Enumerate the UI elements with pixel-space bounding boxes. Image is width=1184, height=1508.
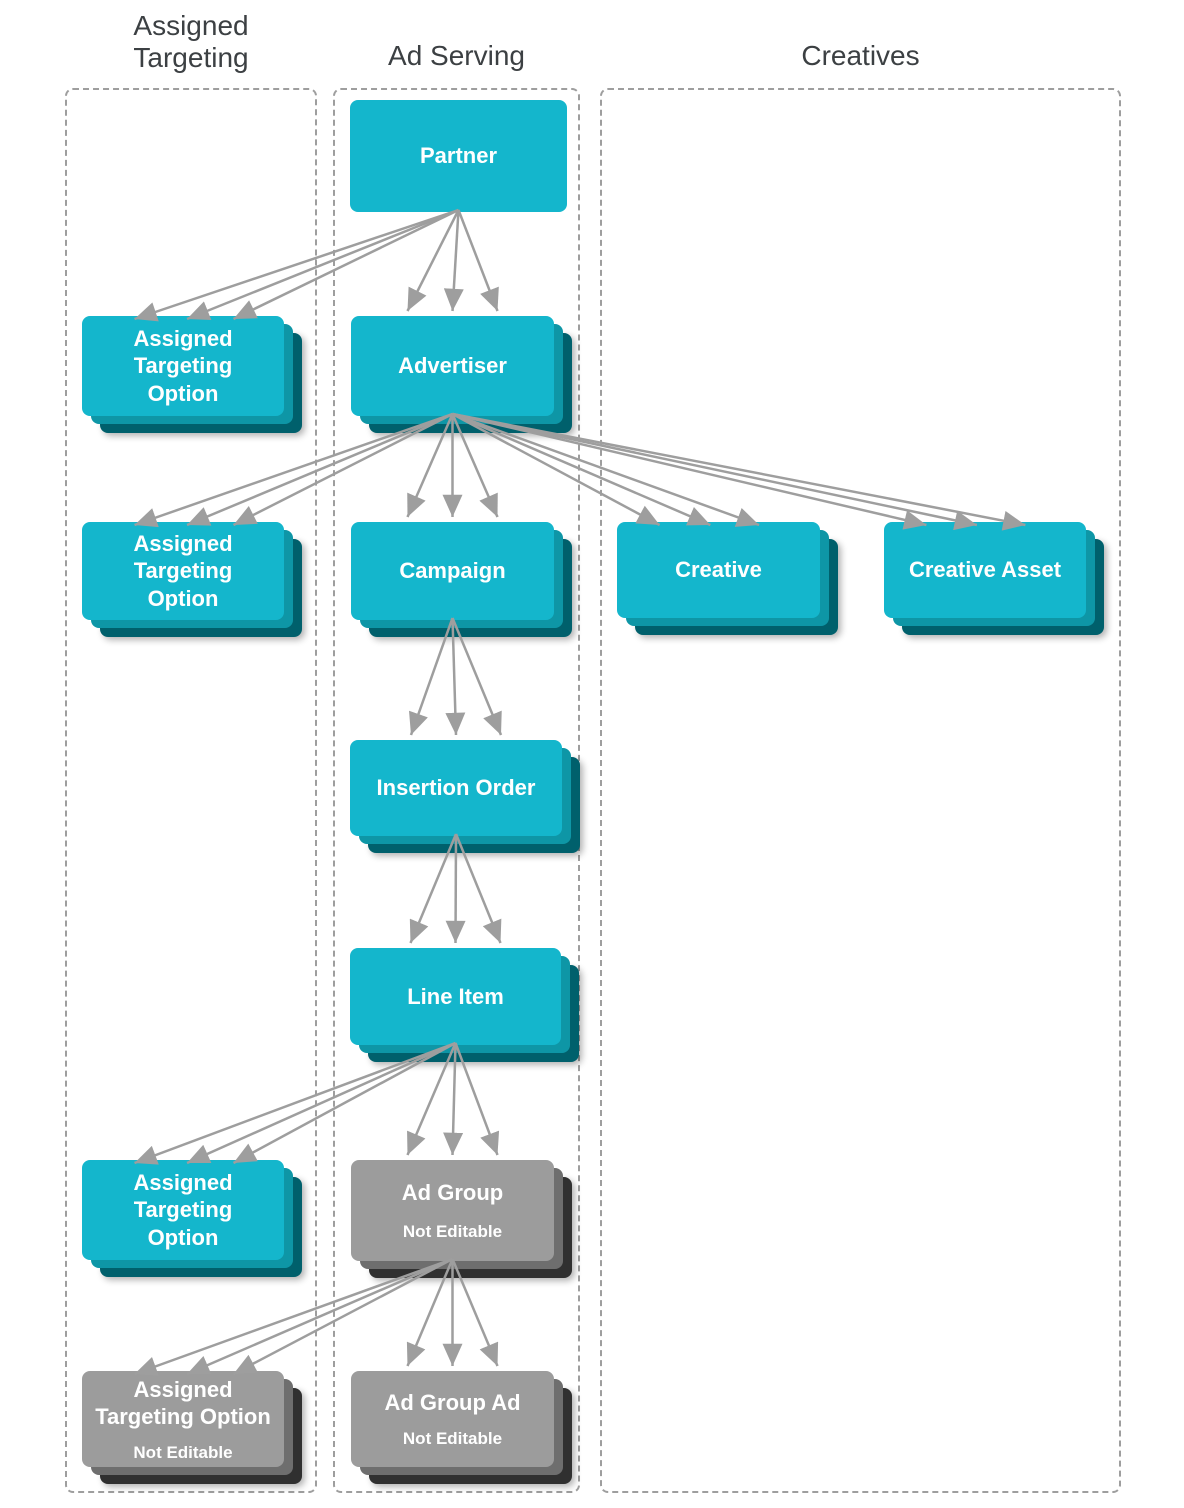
node-ad-group-sublabel: Not Editable [402, 1222, 503, 1242]
node-ad-group-ad-sublabel: Not Editable [402, 1428, 503, 1448]
column-title-ad-serving: Ad Serving [388, 40, 525, 71]
node-ad-group-label: Ad Group [401, 1179, 504, 1205]
node-assigned-targeting-option-1: Assigned Targeting Option [82, 316, 302, 433]
node-partner: Partner [350, 100, 567, 212]
node-ad-group: Ad Group Not Editable [351, 1160, 572, 1278]
column-title-assigned-targeting: Assigned Targeting [133, 10, 249, 74]
node-partner-label: Partner [419, 143, 498, 169]
node-line-item: Line Item [350, 948, 579, 1062]
node-campaign: Campaign [351, 522, 572, 637]
node-ad-group-ad: Ad Group Ad Not Editable [351, 1371, 572, 1484]
node-insertion-order: Insertion Order [350, 740, 580, 853]
node-assigned-targeting-option-4: Assigned Targeting Option Not Editable [82, 1371, 302, 1484]
assigned-targeting-container [65, 88, 317, 1493]
column-title-creatives: Creatives [801, 40, 920, 71]
node-ato2-label: Assigned Targeting Option [133, 530, 233, 611]
node-ato4-sublabel: Not Editable [133, 1442, 233, 1462]
node-creative: Creative [617, 522, 838, 635]
node-ato4-label: Assigned Targeting Option [95, 1376, 271, 1430]
node-assigned-targeting-option-3: Assigned Targeting Option [82, 1160, 302, 1277]
node-ato3-label: Assigned Targeting Option [133, 1169, 233, 1250]
node-line-item-label: Line Item [407, 983, 504, 1009]
node-creative-label: Creative [675, 557, 762, 583]
creatives-container [600, 88, 1121, 1493]
node-advertiser: Advertiser [351, 316, 572, 433]
node-assigned-targeting-option-2: Assigned Targeting Option [82, 522, 302, 637]
node-ad-group-ad-label: Ad Group Ad [384, 1390, 521, 1416]
node-creative-asset-label: Creative Asset [908, 557, 1062, 583]
node-insertion-order-label: Insertion Order [376, 775, 536, 801]
node-creative-asset: Creative Asset [884, 522, 1104, 635]
node-ato1-label: Assigned Targeting Option [133, 325, 233, 406]
node-advertiser-label: Advertiser [398, 353, 507, 379]
node-campaign-label: Campaign [399, 558, 506, 584]
